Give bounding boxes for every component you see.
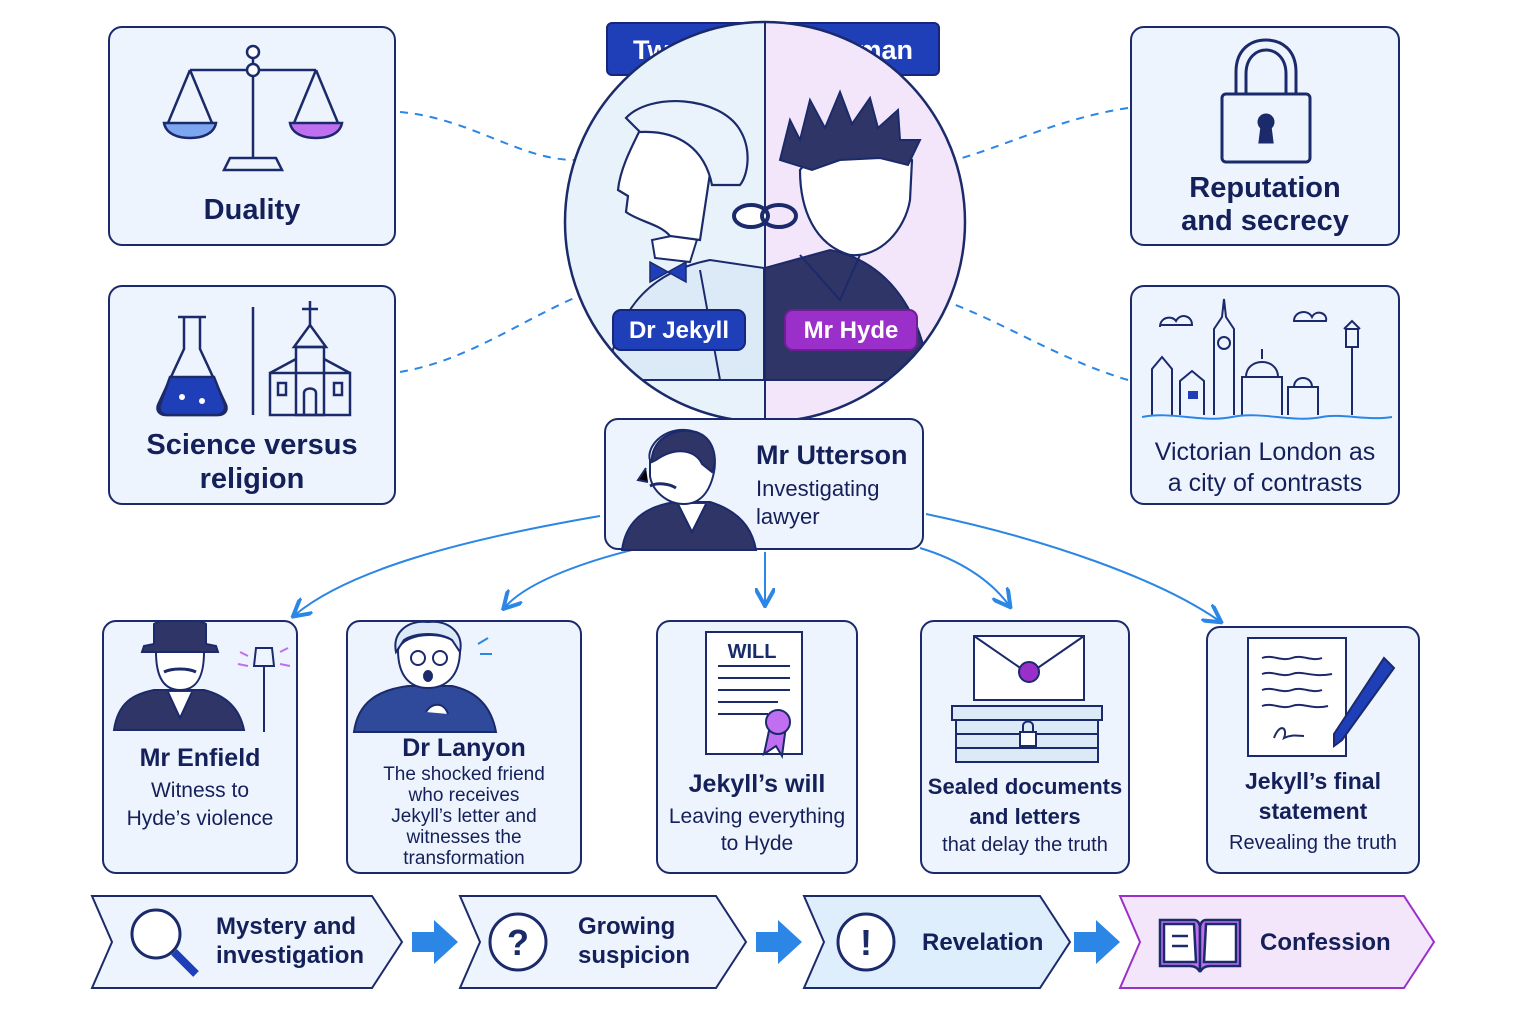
sealed-title-1: Sealed documents — [927, 774, 1123, 799]
element-card-sealed: Sealed documents and letters that delay … — [920, 620, 1130, 874]
lanyon-desc-2: who receives — [408, 785, 520, 806]
lanyon-desc-1: The shocked friend — [383, 764, 545, 785]
arrow-to-enfield — [296, 515, 601, 614]
lanyon-desc-5: transformation — [403, 848, 525, 869]
connector-duality — [399, 111, 576, 161]
flask-church-icon — [156, 301, 352, 417]
theme-label-london-2: a city of contrasts — [1167, 469, 1363, 497]
dashed-connectors — [399, 107, 1129, 381]
utterson-portrait — [620, 428, 758, 551]
enfield-desc-2: Hyde’s violence — [126, 807, 274, 830]
lanyon-desc-4: witnesses the — [406, 827, 522, 848]
stage-1-label-1: Mystery and — [216, 913, 357, 940]
sealed-title-2: and letters — [969, 804, 1081, 829]
statement-pen-icon — [1247, 637, 1396, 757]
padlock-icon — [1220, 38, 1312, 164]
lanyon-desc-3: Jekyll’s letter and — [391, 806, 537, 827]
utterson-card: Mr Utterson Investigating lawyer — [604, 418, 924, 551]
lanyon-title: Dr Lanyon — [402, 734, 526, 762]
london-skyline-icon — [1141, 298, 1393, 420]
arrow-to-sealed — [919, 547, 1008, 604]
theme-label-london-1: Victorian London as — [1154, 438, 1376, 466]
utterson-name: Mr Utterson — [756, 440, 908, 470]
utterson-role-1: Investigating — [756, 476, 880, 501]
solid-arrows — [296, 374, 1218, 620]
element-card-lanyon: Dr Lanyon The shocked friend who receive… — [346, 620, 582, 874]
theme-label-science-religion-2: religion — [199, 463, 305, 495]
sealed-letters-icon — [951, 635, 1103, 763]
connector-science — [399, 291, 589, 373]
will-doc-heading: WILL — [728, 641, 777, 663]
theme-card-london: Victorian London as a city of contrasts — [1130, 285, 1400, 505]
theme-label-duality: Duality — [203, 194, 301, 226]
statement-title-1: Jekyll’s final — [1245, 768, 1381, 794]
theme-card-reputation: Reputation and secrecy — [1130, 26, 1400, 246]
lanyon-figure-icon — [352, 622, 498, 733]
theme-label-reputation-2: and secrecy — [1181, 205, 1349, 237]
utterson-role-2: lawyer — [756, 504, 820, 529]
arrow-to-statement — [925, 513, 1218, 620]
will-desc-2: to Hyde — [720, 832, 794, 855]
hyde-label: Mr Hyde — [784, 309, 918, 351]
stage-1-label-2: investigation — [216, 942, 365, 969]
enfield-desc-1: Witness to — [150, 779, 250, 802]
statement-desc-1: Revealing the truth — [1229, 832, 1397, 854]
enfield-title: Mr Enfield — [139, 744, 261, 772]
scales-icon — [162, 44, 344, 172]
will-title: Jekyll’s will — [688, 770, 826, 798]
stage-3-label: Revelation — [922, 929, 1044, 956]
statement-title-2: statement — [1258, 798, 1368, 824]
page-title: Two sides of one man — [606, 22, 940, 76]
stage-2-label-1: Growing — [578, 913, 676, 940]
theme-card-duality: Duality — [108, 26, 396, 246]
enfield-figure-icon — [112, 622, 291, 732]
element-card-enfield: Mr Enfield Witness to Hyde’s violence — [102, 620, 298, 874]
theme-label-reputation-1: Reputation — [1189, 172, 1341, 204]
element-card-statement: Jekyll’s final statement Revealing the t… — [1206, 626, 1420, 874]
sealed-desc-1: that delay the truth — [942, 834, 1108, 856]
connector-london — [941, 299, 1129, 381]
will-document-icon: WILL — [705, 631, 803, 759]
theme-label-science-religion-1: Science versus — [146, 429, 358, 461]
theme-card-science-religion: Science versus religion — [108, 285, 396, 505]
stage-4-label: Confession — [1260, 929, 1391, 956]
element-card-will: WILL Jekyll’s will Leaving everything to… — [656, 620, 858, 874]
connector-reputation — [954, 107, 1129, 161]
jekyll-label: Dr Jekyll — [612, 309, 746, 351]
arrow-to-lanyon — [506, 547, 641, 606]
stage-2-label-2: suspicion — [578, 942, 691, 969]
will-desc-1: Leaving everything — [668, 805, 846, 828]
